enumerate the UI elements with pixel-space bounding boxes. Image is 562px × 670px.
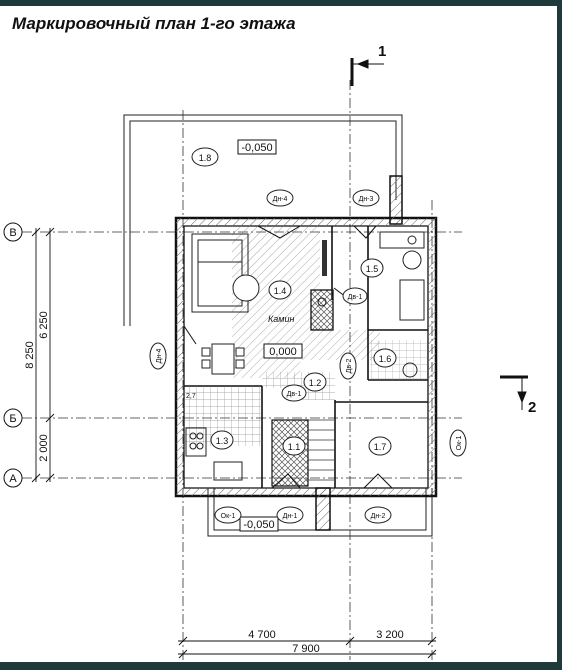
axis-label-v: В [9, 227, 16, 239]
dim-3200: 3 200 [376, 629, 404, 641]
chimney [389, 175, 403, 225]
wc-fixtures [402, 362, 418, 378]
axis-label-b: Б [9, 413, 16, 425]
level-bottom: -0,050 [243, 519, 274, 531]
horizontal-dimensions [178, 636, 437, 659]
round-table [232, 274, 260, 302]
room-1-8: 1.8 [199, 153, 212, 163]
section-mark-1: 1 [378, 43, 386, 60]
door-tag-3: Дв-1 [348, 294, 363, 301]
fireplace [310, 240, 334, 331]
dim-8250: 8 250 [24, 341, 36, 369]
door-swings [183, 225, 429, 489]
door-tag-1: Дн-4 [273, 196, 288, 203]
room-1-3: 1.3 [216, 436, 229, 446]
dim-6250: 6 250 [38, 311, 50, 339]
level-top: -0,050 [241, 142, 272, 154]
dim-4700: 4 700 [248, 629, 276, 641]
level-box-floor [263, 343, 303, 359]
window-tag-2: Ок-1 [456, 436, 463, 451]
marker-2-7: 2,7 [186, 393, 196, 400]
living-room-fill [232, 226, 380, 378]
dim-2000: 2 000 [38, 434, 50, 462]
section-mark-2-shape [500, 375, 528, 410]
bathroom-fixtures [379, 231, 425, 321]
axis-bubbles [3, 222, 23, 488]
door-tag-7: Дн-1 [283, 513, 298, 520]
door-tag-4: Дн-4 [156, 348, 163, 363]
room-1-6: 1.6 [379, 354, 392, 364]
room-1-4: 1.4 [274, 286, 287, 296]
kitchen-units [185, 427, 243, 481]
bottom-border [0, 662, 562, 670]
plan-title: Маркировочный план 1-го этажа [12, 14, 296, 33]
staircase [271, 419, 334, 487]
dining-set [201, 343, 245, 375]
door-tag-2: Дн-3 [359, 196, 374, 203]
door-tag-5: Дв-2 [346, 359, 353, 374]
level-box-bottom [239, 516, 279, 532]
right-border [557, 0, 562, 670]
top-border [0, 0, 562, 6]
door-tag-8: Дн-2 [371, 513, 386, 520]
level-floor: 0,000 [269, 346, 297, 358]
room-tags [191, 147, 397, 456]
flue-bottom [315, 487, 331, 531]
dim-7900: 7 900 [292, 643, 320, 655]
axis-label-a: А [9, 473, 17, 485]
sofa-living [191, 233, 249, 313]
room-1-7: 1.7 [374, 442, 387, 452]
section-mark-1-shape [350, 58, 384, 86]
level-box-top [237, 139, 277, 155]
room-1-1: 1.1 [288, 442, 301, 452]
vertical-dimensions [31, 227, 55, 483]
room-1-5: 1.5 [366, 264, 379, 274]
door-tags [149, 189, 467, 524]
door-tag-6: Дв-1 [287, 391, 302, 398]
kamin-label: Камин [268, 314, 294, 324]
window-tag-1: Ок-1 [221, 513, 236, 520]
section-mark-2: 2 [528, 399, 536, 416]
room-1-2: 1.2 [309, 378, 322, 388]
